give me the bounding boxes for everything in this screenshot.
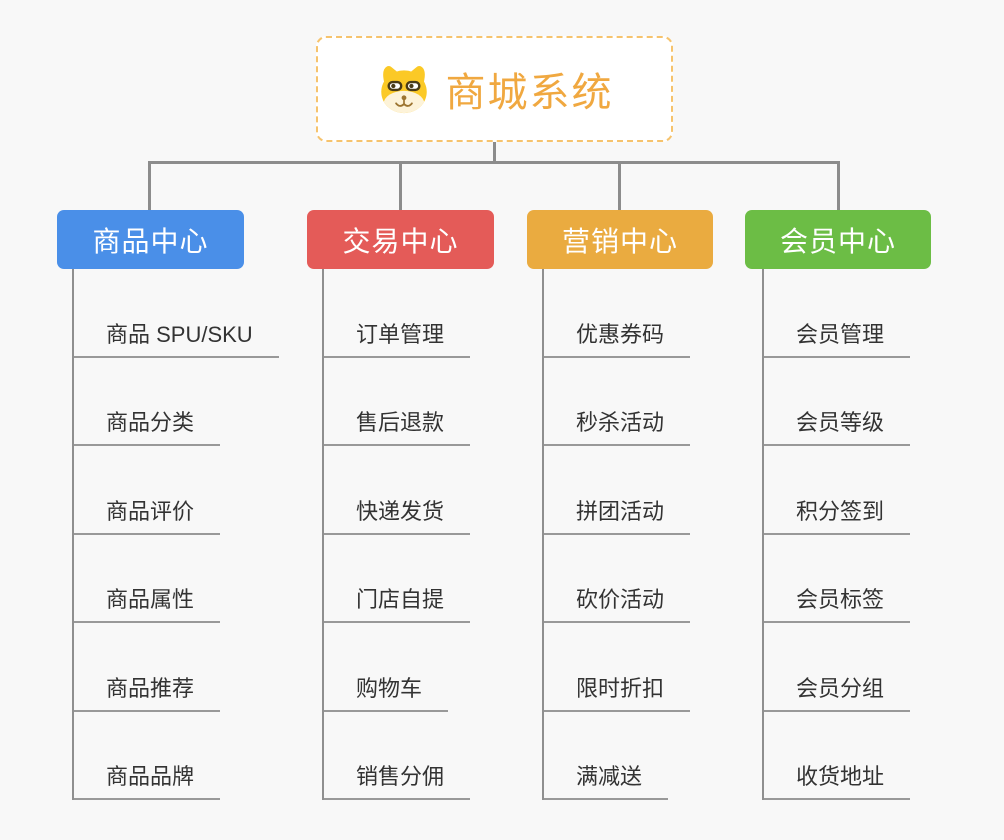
- leaf-node[interactable]: 会员分组: [764, 671, 911, 712]
- leaf-node[interactable]: 会员标签: [764, 582, 911, 623]
- branch-column-marketing: 优惠券码 秒杀活动 拼团活动 砍价活动 限时折扣 满减送: [542, 269, 691, 800]
- leaf-node[interactable]: 门店自提: [324, 582, 471, 623]
- branch-header-products[interactable]: 商品中心: [57, 210, 244, 269]
- connector-drop-marketing: [618, 161, 621, 211]
- leaf-node[interactable]: 积分签到: [764, 494, 911, 535]
- leaf-node[interactable]: 商品品牌: [74, 759, 221, 800]
- leaf-node[interactable]: 售后退款: [324, 405, 471, 446]
- connector-drop-products: [148, 161, 151, 211]
- leaf-node[interactable]: 会员管理: [764, 317, 911, 358]
- connector-drop-members: [837, 161, 840, 211]
- leaf-node[interactable]: 商品分类: [74, 405, 221, 446]
- leaf-node[interactable]: 优惠券码: [544, 317, 691, 358]
- leaf-node[interactable]: 限时折扣: [544, 671, 691, 712]
- leaf-node[interactable]: 订单管理: [324, 317, 471, 358]
- leaf-node[interactable]: 拼团活动: [544, 494, 691, 535]
- leaf-node[interactable]: 快递发货: [324, 494, 471, 535]
- branch-label: 会员中心: [779, 225, 896, 257]
- leaf-node[interactable]: 收货地址: [764, 759, 911, 800]
- leaf-node[interactable]: 商品推荐: [74, 671, 221, 712]
- dog-face-icon: [380, 65, 427, 114]
- branch-header-trade[interactable]: 交易中心: [307, 210, 494, 269]
- leaf-node[interactable]: 商品评价: [74, 494, 221, 535]
- leaf-node[interactable]: 购物车: [324, 671, 449, 712]
- branch-label: 交易中心: [342, 225, 459, 257]
- branch-label: 营销中心: [561, 225, 678, 257]
- connector-horizontal: [149, 161, 840, 164]
- branch-column-products: 商品 SPU/SKU 商品分类 商品评价 商品属性 商品推荐 商品品牌: [72, 269, 279, 800]
- root-node-mall-system[interactable]: 商城系统: [316, 36, 673, 142]
- leaf-node[interactable]: 商品属性: [74, 582, 221, 623]
- connector-root-stem: [493, 142, 496, 163]
- branch-label: 商品中心: [92, 225, 209, 257]
- leaf-node[interactable]: 满减送: [544, 759, 669, 800]
- leaf-node[interactable]: 会员等级: [764, 405, 911, 446]
- leaf-node[interactable]: 砍价活动: [544, 582, 691, 623]
- connector-drop-trade: [399, 161, 402, 211]
- branch-header-marketing[interactable]: 营销中心: [527, 210, 713, 269]
- branch-header-members[interactable]: 会员中心: [745, 210, 931, 269]
- leaf-node[interactable]: 商品 SPU/SKU: [74, 317, 279, 358]
- root-title: 商城系统: [445, 71, 614, 115]
- leaf-node[interactable]: 销售分佣: [324, 759, 471, 800]
- branch-column-members: 会员管理 会员等级 积分签到 会员标签 会员分组 收货地址: [762, 269, 911, 800]
- branch-column-trade: 订单管理 售后退款 快递发货 门店自提 购物车 销售分佣: [322, 269, 471, 800]
- leaf-node[interactable]: 秒杀活动: [544, 405, 691, 446]
